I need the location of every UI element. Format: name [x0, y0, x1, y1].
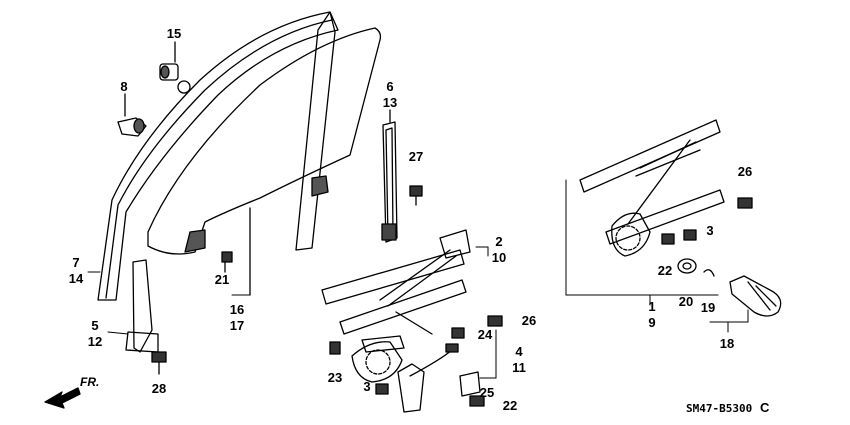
callout-labels: 15 8 6 13 27 2 10 7 14 21 16 17 5 12 28 …	[69, 26, 752, 413]
door-glass	[147, 27, 382, 296]
front-fasteners	[329, 315, 503, 407]
callout-1: 1	[648, 299, 655, 314]
drawing-code: SM47-B5300	[686, 402, 752, 415]
bolt-21	[221, 251, 233, 273]
rear-regulator	[579, 119, 725, 257]
callout-27: 27	[409, 149, 423, 164]
run-channel	[381, 109, 398, 243]
callout-13: 13	[383, 95, 397, 110]
bolt-28	[151, 351, 167, 375]
callout-22-rear: 22	[658, 263, 672, 278]
callout-14: 14	[69, 271, 84, 286]
callout-17: 17	[230, 318, 244, 333]
revision-letter: C	[760, 400, 770, 415]
clip-8	[117, 93, 147, 137]
callout-5: 5	[91, 318, 98, 333]
callout-7: 7	[72, 255, 79, 270]
callout-26-front: 26	[522, 313, 536, 328]
front-regulator	[321, 229, 471, 383]
front-sash	[125, 259, 159, 353]
rear-fasteners	[661, 197, 753, 245]
callout-11: 11	[512, 360, 526, 375]
clip-19	[703, 269, 715, 277]
callout-24: 24	[478, 327, 493, 342]
callout-4: 4	[515, 344, 523, 359]
callout-20: 20	[679, 294, 693, 309]
callout-19: 19	[701, 300, 715, 315]
callout-8: 8	[120, 79, 127, 94]
direction-label: FR.	[80, 375, 99, 389]
washer-20	[677, 258, 697, 274]
callout-16: 16	[230, 302, 244, 317]
callout-18: 18	[720, 336, 734, 351]
callout-22-front: 22	[503, 398, 517, 413]
bolt-27	[409, 185, 423, 206]
window-handle	[729, 275, 782, 317]
callout-28: 28	[152, 381, 166, 396]
callout-6: 6	[386, 79, 393, 94]
callout-9: 9	[648, 315, 655, 330]
clip-15	[159, 41, 191, 94]
callout-3-rear: 3	[706, 223, 713, 238]
callout-15: 15	[167, 26, 181, 41]
door-weatherstrip	[97, 11, 339, 301]
front-direction-arrow	[44, 387, 81, 409]
leader-lines	[87, 179, 749, 379]
callout-3-front: 3	[363, 379, 370, 394]
callout-12: 12	[88, 334, 102, 349]
regulator-motor	[397, 343, 481, 413]
callout-21: 21	[215, 272, 229, 287]
callout-25: 25	[480, 385, 494, 400]
callout-26-rear: 26	[738, 164, 752, 179]
callout-2: 2	[495, 234, 502, 249]
callout-23: 23	[328, 370, 342, 385]
callout-10: 10	[492, 250, 506, 265]
